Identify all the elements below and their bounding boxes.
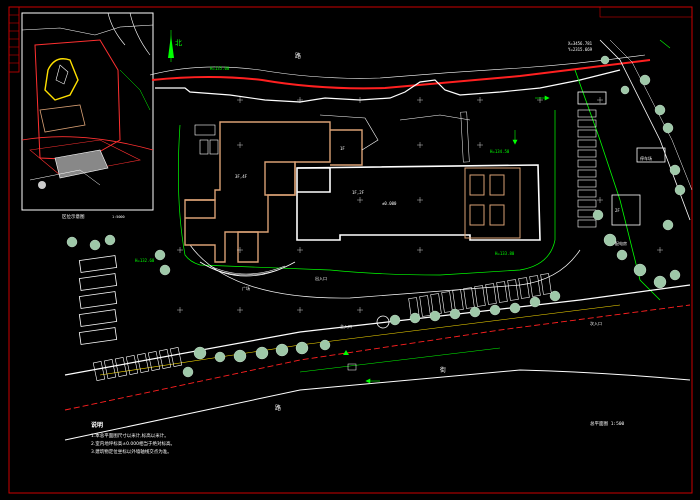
elev-label-1: H=135.00 xyxy=(210,66,230,71)
building-main-label: 1F,2F xyxy=(352,190,365,195)
south-white-arc xyxy=(189,244,581,299)
building-main-elev: ±0.000 xyxy=(382,201,397,206)
elev-label-4: H=132.60 xyxy=(135,258,155,263)
south-road-south-edge xyxy=(64,369,691,441)
east-green-boundary xyxy=(574,69,661,301)
building-existing xyxy=(184,121,363,263)
plan-scale-label: 总平面图 1:500 xyxy=(590,420,625,427)
site-outline-green xyxy=(177,110,556,276)
drawing-frame xyxy=(8,6,693,494)
substation-label: 配电房 xyxy=(615,240,627,246)
building-entrance-arc xyxy=(199,261,296,277)
north-arrow xyxy=(168,30,174,62)
notes-line-3: 3.建筑物定位坐标以外墙轴线交点为准。 xyxy=(91,450,172,455)
gate-side-label: 次入口 xyxy=(590,320,602,326)
gate-main-label: 主入口 xyxy=(340,323,352,329)
building-new-courtyard xyxy=(464,167,521,239)
building-west-label: 3F,4F xyxy=(235,174,248,179)
east-road xyxy=(599,39,691,221)
coord-label-2: Y=2315.669 xyxy=(568,47,593,52)
notes-line-2: 2.室内地坪标高±0.000相当于绝对标高。 xyxy=(91,442,175,447)
building-new xyxy=(296,164,541,241)
parking-label: 停车场 xyxy=(640,155,652,161)
south-parking-row xyxy=(92,347,183,381)
inset-caption: 区位示意图 xyxy=(62,213,85,220)
east-structures xyxy=(577,91,666,226)
east-parking-row xyxy=(408,273,552,319)
notes-line-1: 1.本总平面图尺寸以米计,标高以米计。 xyxy=(91,434,169,439)
south-yellow-line xyxy=(99,304,621,376)
street-south-label: 街 xyxy=(440,366,446,374)
south-road-centerline xyxy=(64,304,691,411)
plaza-label: 广场 xyxy=(242,285,250,291)
grid-crosshairs xyxy=(177,97,663,313)
coord-label-1: X=3456.781 xyxy=(568,41,593,46)
fountain xyxy=(376,315,390,329)
elev-label-2: H=134.50 xyxy=(490,149,510,154)
building-east-label: 2F xyxy=(615,208,620,213)
north-label: 北 xyxy=(175,39,182,47)
ne-parking xyxy=(577,109,597,228)
title-strip xyxy=(8,6,20,73)
entrance-label: 出入口 xyxy=(315,275,327,281)
notes-title: 说明 xyxy=(91,422,104,429)
trees xyxy=(66,55,686,378)
title-block xyxy=(599,6,693,18)
south-road-north-edge xyxy=(64,284,691,376)
elev-label-3: H=133.80 xyxy=(495,251,515,256)
inset-frame xyxy=(21,12,154,211)
north-road-edge xyxy=(149,54,646,79)
road-north-label: 路 xyxy=(295,52,301,60)
north-red-boundary xyxy=(151,59,651,90)
building-annex-label: 1F xyxy=(340,146,345,151)
inset-map xyxy=(21,12,154,211)
west-parking-cars xyxy=(78,255,118,345)
north-site-boundary xyxy=(155,69,621,103)
road-south-label: 路 xyxy=(275,404,281,412)
inset-scale: 1:5000 xyxy=(112,215,125,219)
design-notes: 说明 1.本总平面图尺寸以米计,标高以米计。 2.室内地坪标高±0.000相当于… xyxy=(91,422,331,457)
